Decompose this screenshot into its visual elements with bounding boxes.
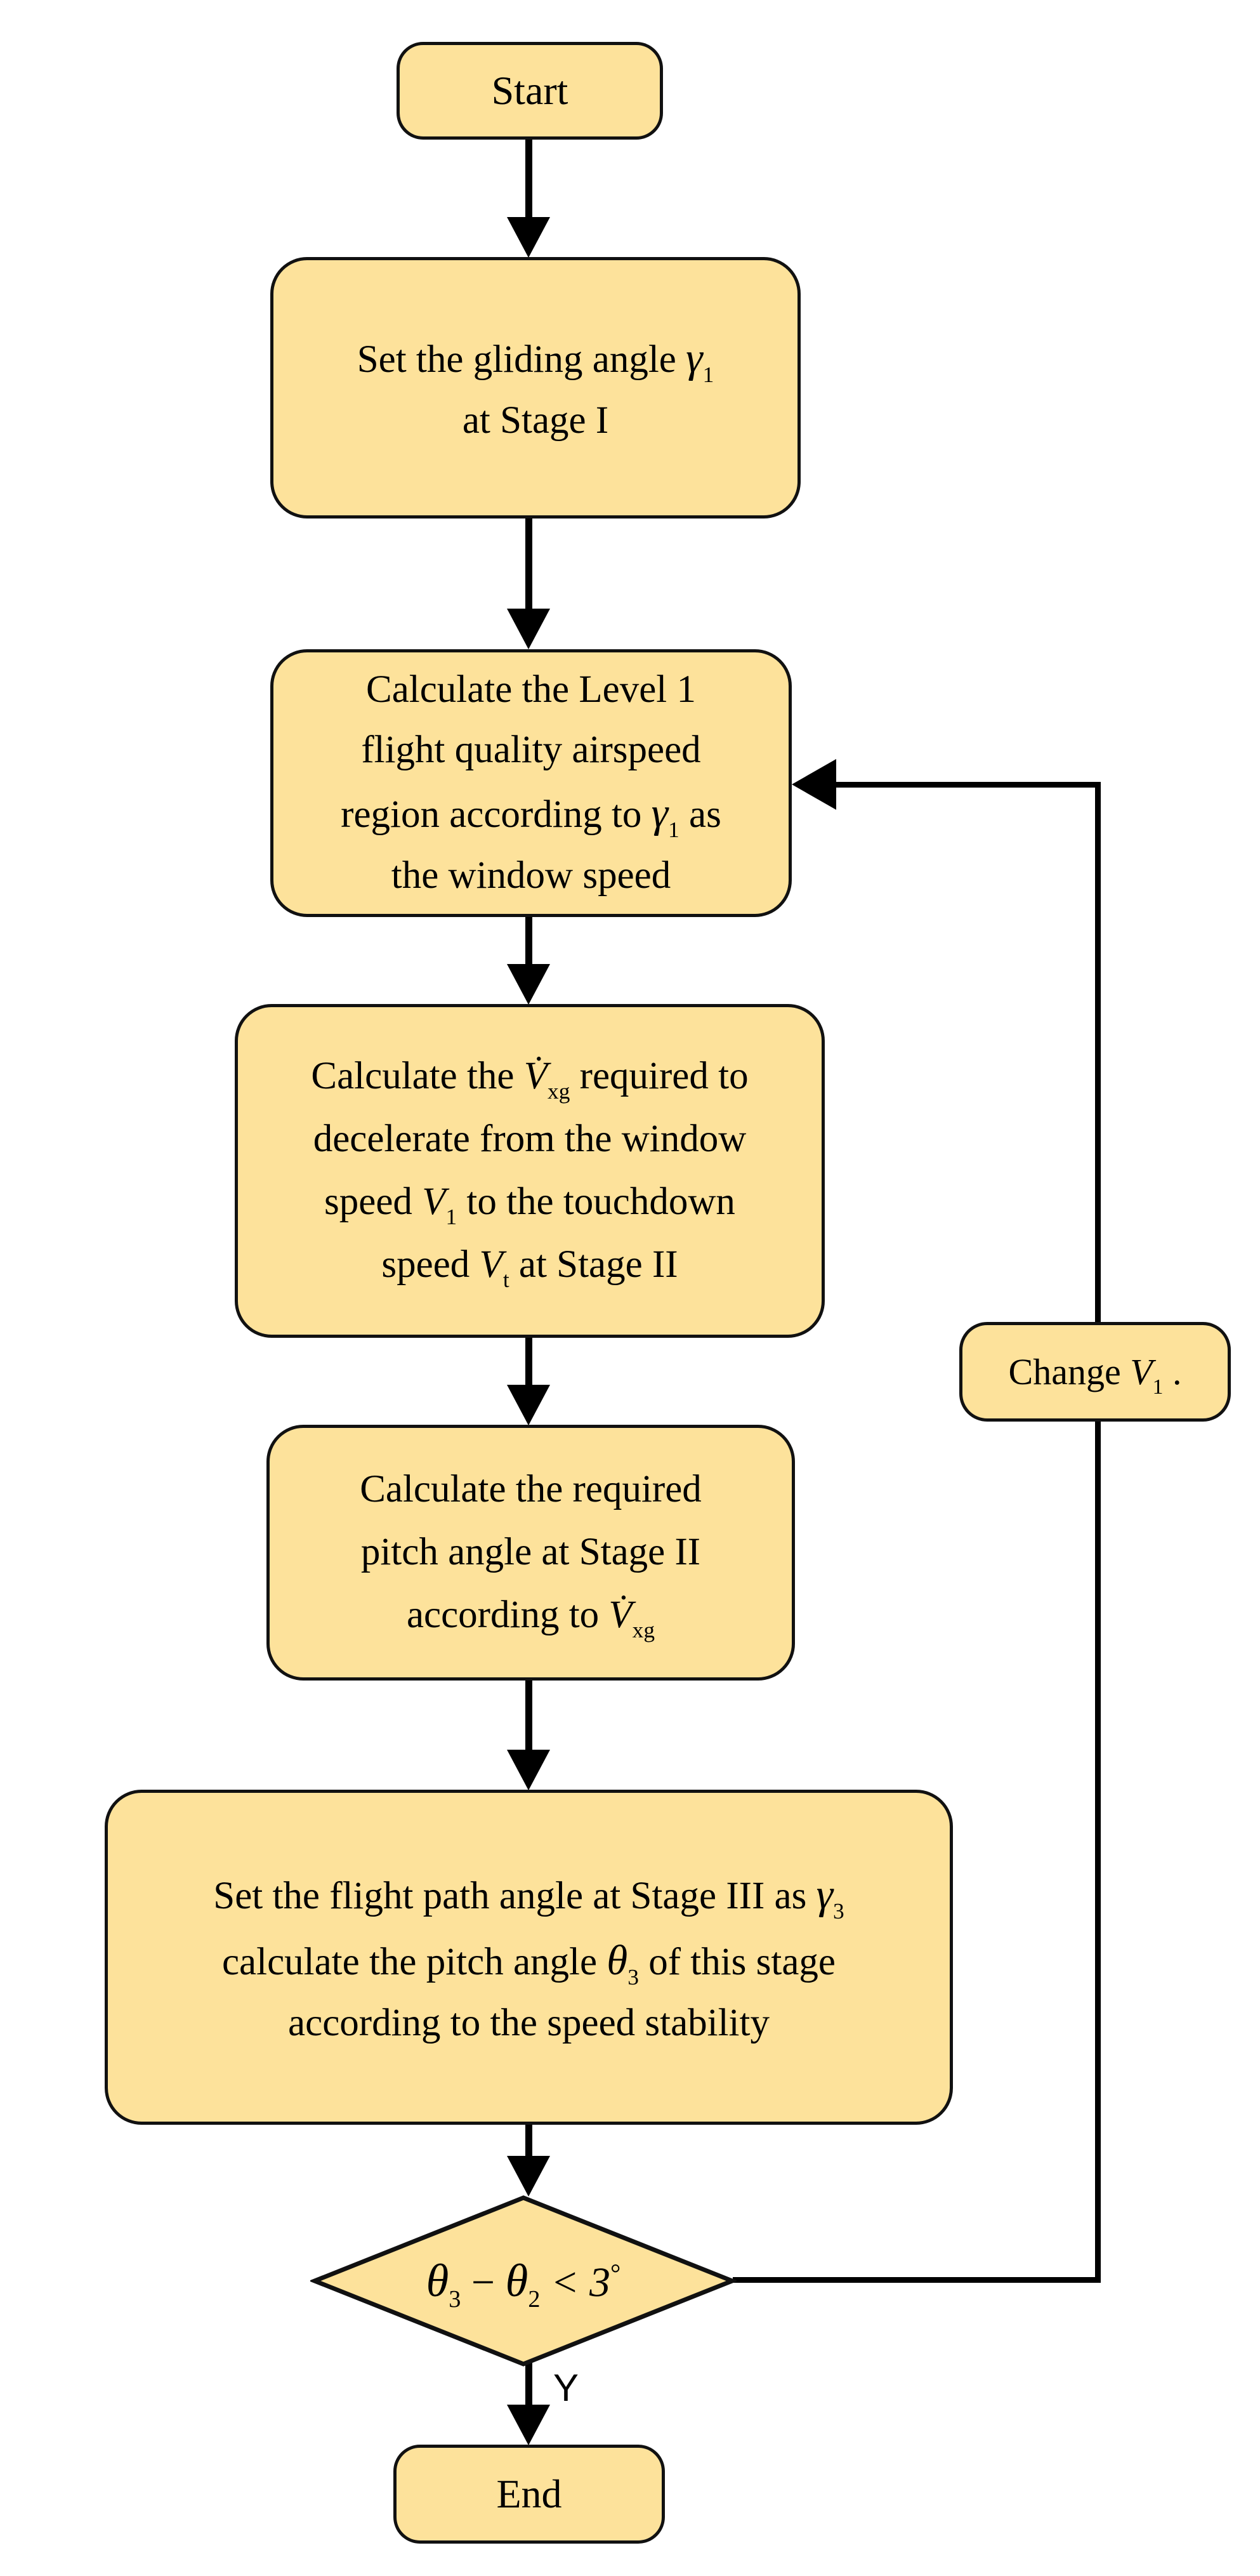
end-label: End	[496, 2471, 562, 2517]
decision-yes-label: Y	[553, 2367, 579, 2409]
start-node: Start	[397, 42, 663, 140]
arrow-decision-to-end-head	[507, 2405, 550, 2445]
decision-node: θ3 − θ2 < 3°	[310, 2195, 737, 2367]
loop-vertical-segment	[1095, 782, 1101, 2283]
arrow-start-to-stage1-stem	[525, 140, 532, 217]
arrow-stage1-to-airspeed-stem	[525, 519, 532, 609]
end-node: End	[393, 2445, 665, 2544]
decision-diamond-shape	[310, 2195, 737, 2367]
arrow-decision-to-end-stem	[525, 2362, 532, 2405]
change-v1-node: Change V1 .	[959, 1322, 1231, 1422]
arrow-vxg-to-pitch-stem	[525, 1338, 532, 1385]
loop-top-segment	[836, 782, 1101, 788]
arrow-pitch-to-stage3-stem	[525, 1681, 532, 1750]
arrow-start-to-stage1-head	[507, 217, 550, 258]
set-flight-path-angle-label: Set the flight path angle at Stage III a…	[213, 1870, 844, 2044]
set-flight-path-angle-node: Set the flight path angle at Stage III a…	[105, 1790, 953, 2125]
arrow-stage3-to-decision-stem	[525, 2125, 532, 2156]
arrow-pitch-to-stage3-head	[507, 1750, 550, 1790]
start-label: Start	[491, 68, 568, 114]
arrow-airspeed-to-vxg-stem	[525, 917, 532, 964]
arrow-airspeed-to-vxg-head	[507, 964, 550, 1005]
change-v1-label: Change V1 .	[1008, 1351, 1182, 1399]
loop-bottom-segment	[733, 2277, 1101, 2283]
arrow-stage1-to-airspeed-head	[507, 609, 550, 649]
arrow-vxg-to-pitch-head	[507, 1385, 550, 1425]
loop-arrow-head	[792, 759, 836, 810]
decision-label: θ3 − θ2 < 3°	[426, 2254, 621, 2313]
arrow-stage3-to-decision-head	[507, 2156, 550, 2196]
